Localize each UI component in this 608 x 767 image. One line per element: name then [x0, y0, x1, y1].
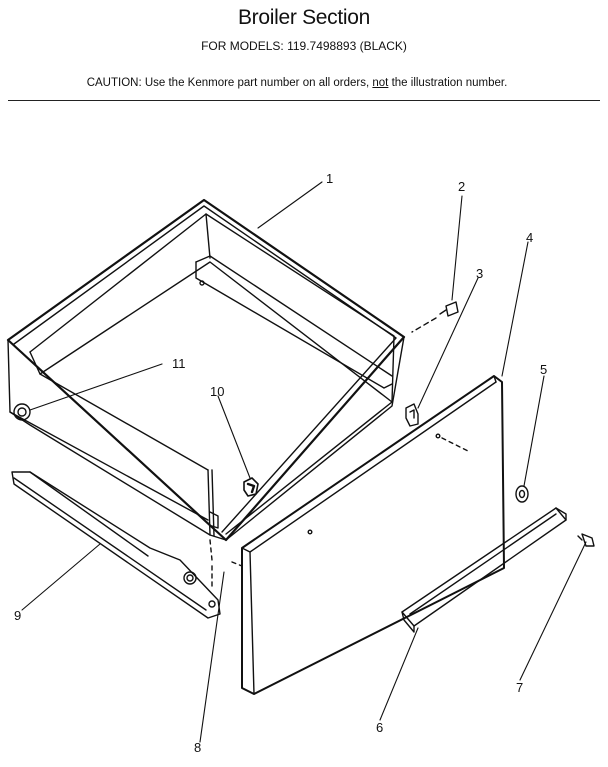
callout-4: 4 [526, 230, 533, 245]
callout-10: 10 [210, 384, 224, 399]
callout-1: 1 [326, 171, 333, 186]
door-panel-part4 [241, 375, 505, 695]
caution-suffix: the illustration number. [388, 77, 508, 89]
side-rail-part9 [11, 471, 221, 619]
callout-9: 9 [14, 608, 21, 623]
callout-7: 7 [516, 680, 523, 695]
callout-3: 3 [476, 266, 483, 281]
screw-part7 [577, 533, 595, 547]
callout-11: 11 [172, 356, 186, 371]
leader-lines [21, 181, 587, 743]
trim-part6 [401, 507, 567, 633]
callout-labels: 1 2 3 4 5 6 7 8 9 10 11 [14, 171, 547, 755]
header-divider [8, 100, 600, 101]
clip-part3 [405, 403, 419, 427]
callout-2: 2 [458, 179, 465, 194]
callout-6: 6 [376, 720, 383, 735]
broiler-drawer [6, 198, 406, 542]
drawer-clip-part10 [243, 477, 259, 497]
callout-8: 8 [194, 740, 201, 755]
callout-5: 5 [540, 362, 547, 377]
models-line: FOR MODELS: 119.7498893 (BLACK) [201, 39, 407, 53]
alignment-lines [209, 539, 243, 591]
caution-emphasis: not [372, 77, 389, 89]
washer-part5 [515, 485, 529, 503]
page-title: Broiler Section [237, 6, 371, 29]
screw-part2 [411, 301, 459, 333]
caution-prefix: CAUTION: Use the Kenmore part number on … [86, 77, 373, 89]
caution-note: CAUTION: Use the Kenmore part number on … [0, 77, 594, 89]
